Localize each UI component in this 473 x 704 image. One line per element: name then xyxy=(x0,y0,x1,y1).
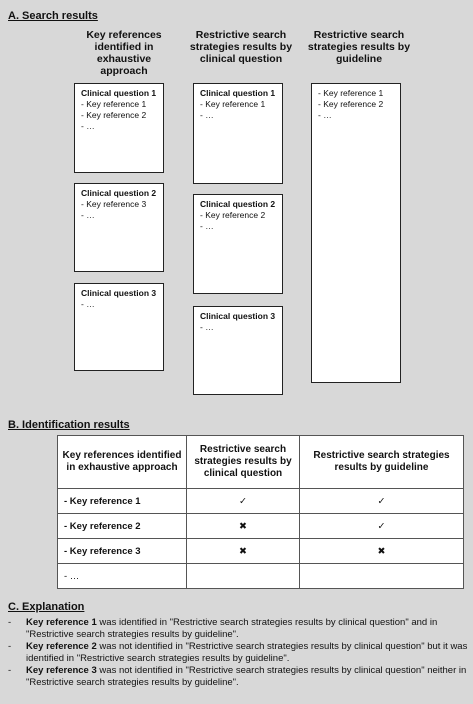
list-item: - Key reference 1 xyxy=(200,99,266,109)
table-row: - Key reference 2 ✖ ✓ xyxy=(57,513,464,539)
question-label: Clinical question 3 xyxy=(81,288,157,298)
list-item: - … xyxy=(200,322,214,332)
question-label: Clinical question 1 xyxy=(200,88,276,98)
section-b-title: B. Identification results xyxy=(8,419,130,431)
table-row: - Key reference 1 ✓ ✓ xyxy=(57,488,464,514)
explanation-item: Key reference 2 was not identified in "R… xyxy=(8,641,468,665)
section-c-title: C. Explanation xyxy=(8,601,85,613)
by-guideline-result: ✖ xyxy=(299,538,464,564)
exhaustive-question-1-box: Clinical question 1 - Key reference 1 - … xyxy=(74,83,164,173)
header-by-question: Restrictive search strategies results by… xyxy=(189,29,293,65)
question-label: Clinical question 3 xyxy=(200,311,276,321)
by-guideline-box: - Key reference 1 - Key reference 2 - … xyxy=(311,83,401,383)
by-question-result: ✖ xyxy=(186,538,300,564)
explanation-text: was not identified in "Restrictive searc… xyxy=(26,641,468,664)
list-item: - Key reference 1 xyxy=(81,99,147,109)
identification-results-table: Key references identified in exhaustive … xyxy=(57,435,464,589)
by-question-question-2-box: Clinical question 2 - Key reference 2 - … xyxy=(193,194,283,294)
list-item: - … xyxy=(200,110,214,120)
row-label: - Key reference 3 xyxy=(57,538,187,564)
list-item: - … xyxy=(318,110,332,120)
list-item: - Key reference 3 xyxy=(81,199,147,209)
list-item: - … xyxy=(81,121,95,131)
by-question-result: ✖ xyxy=(186,513,300,539)
explanation-text: was not identified in "Restrictive searc… xyxy=(26,665,467,688)
row-label: - Key reference 2 xyxy=(57,513,187,539)
exhaustive-question-2-box: Clinical question 2 - Key reference 3 - … xyxy=(74,183,164,272)
question-label: Clinical question 1 xyxy=(81,88,157,98)
by-question-question-1-box: Clinical question 1 - Key reference 1 - … xyxy=(193,83,283,184)
table-row: - Key reference 3 ✖ ✖ xyxy=(57,538,464,564)
explanation-text: was identified in "Restrictive search st… xyxy=(26,617,438,640)
question-label: Clinical question 2 xyxy=(81,188,157,198)
list-item: - Key reference 2 xyxy=(318,99,384,109)
question-label: Clinical question 2 xyxy=(200,199,276,209)
by-question-question-3-box: Clinical question 3 - … xyxy=(193,306,283,395)
list-item: - … xyxy=(200,221,214,231)
explanation-list: Key reference 1 was identified in "Restr… xyxy=(8,617,468,689)
by-guideline-result xyxy=(299,563,464,589)
table-row: - … xyxy=(57,563,464,589)
table-header-by-question: Restrictive search strategies results by… xyxy=(186,435,300,489)
by-question-result xyxy=(186,563,300,589)
list-item: - Key reference 2 xyxy=(81,110,147,120)
exhaustive-question-3-box: Clinical question 3 - … xyxy=(74,283,164,371)
explanation-item: Key reference 3 was not identified in "R… xyxy=(8,665,468,689)
explanation-key: Key reference 3 xyxy=(26,665,97,676)
list-item: - Key reference 2 xyxy=(200,210,266,220)
header-by-guideline: Restrictive search strategies results by… xyxy=(307,29,411,65)
list-item: - … xyxy=(81,299,95,309)
by-question-result: ✓ xyxy=(186,488,300,514)
table-header-by-guideline: Restrictive search strategies results by… xyxy=(299,435,464,489)
table-header-exhaustive: Key references identified in exhaustive … xyxy=(57,435,187,489)
list-item: - … xyxy=(81,210,95,220)
explanation-item: Key reference 1 was identified in "Restr… xyxy=(8,617,468,641)
list-item: - Key reference 1 xyxy=(318,88,384,98)
section-a-title: A. Search results xyxy=(8,10,98,22)
explanation-key: Key reference 2 xyxy=(26,641,97,652)
header-exhaustive: Key references identified in exhaustive … xyxy=(86,29,162,77)
row-label: - … xyxy=(57,563,187,589)
table-header-row: Key references identified in exhaustive … xyxy=(57,435,464,489)
by-guideline-result: ✓ xyxy=(299,488,464,514)
by-guideline-result: ✓ xyxy=(299,513,464,539)
row-label: - Key reference 1 xyxy=(57,488,187,514)
explanation-key: Key reference 1 xyxy=(26,617,97,628)
